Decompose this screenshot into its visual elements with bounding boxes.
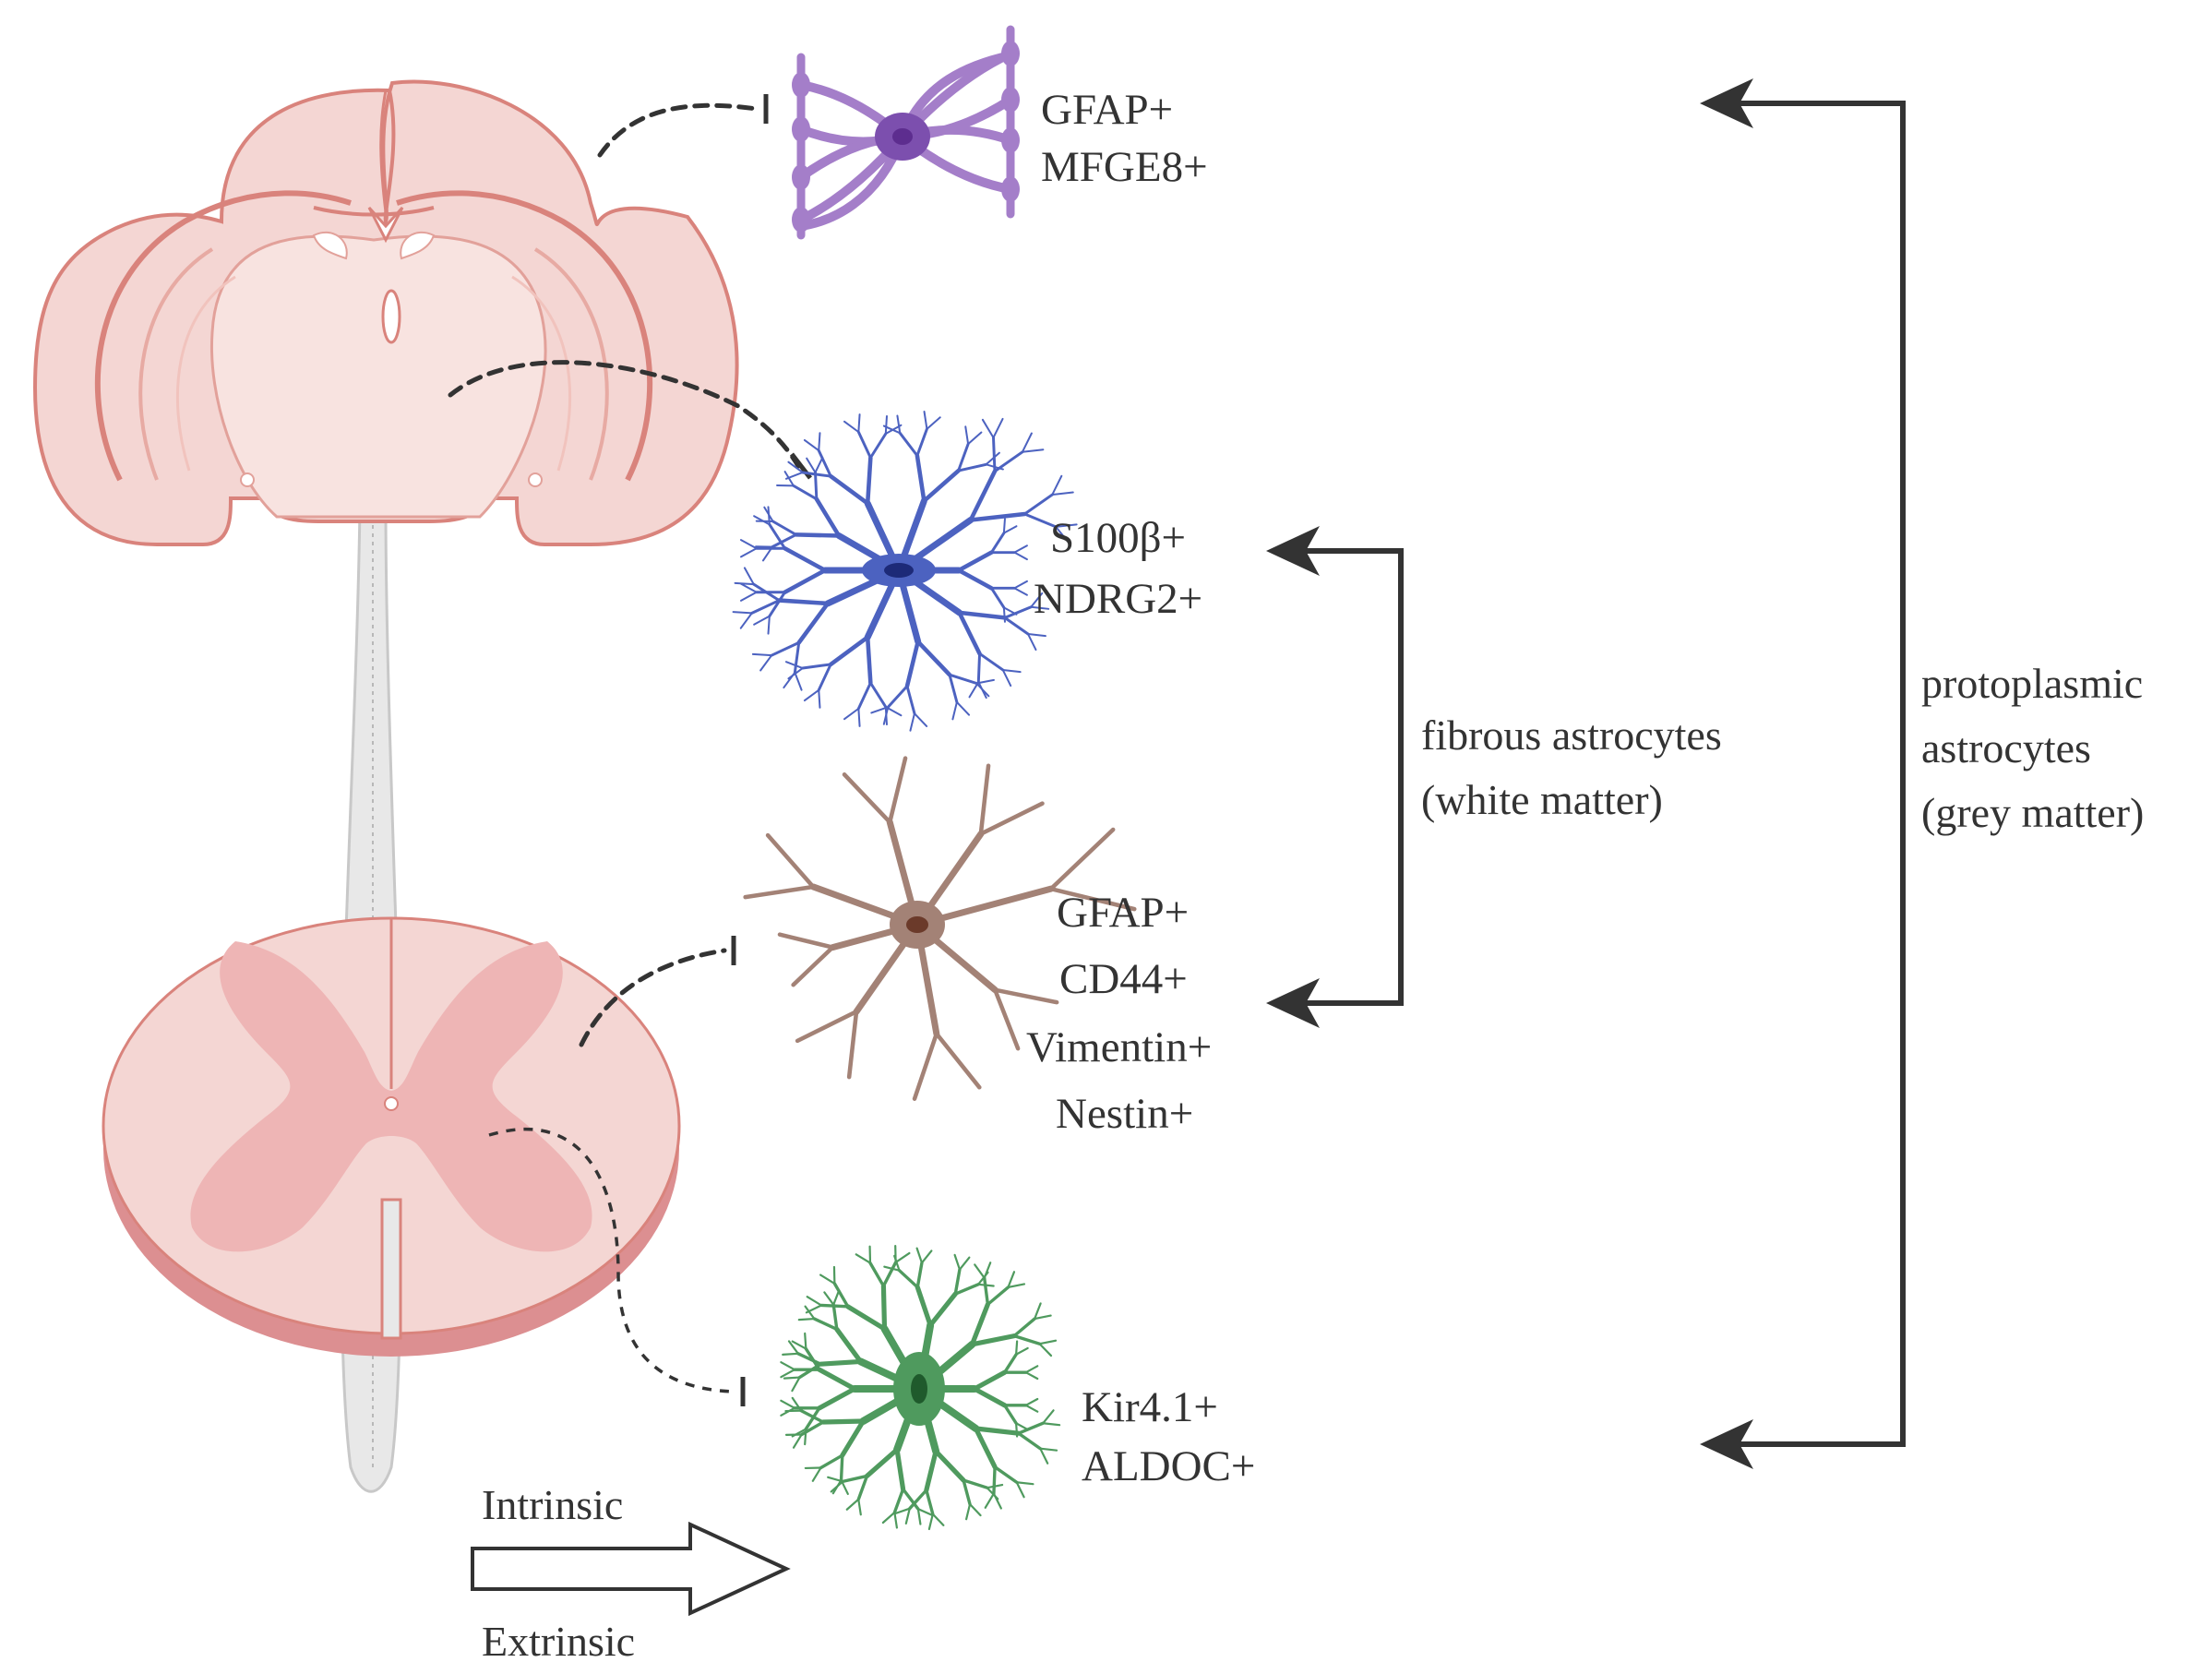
- astrocyte-brown: [743, 756, 1137, 1101]
- marker-label: CD44+: [1059, 955, 1188, 1003]
- marker-labels-purple: GFAP+ MFGE8+: [1041, 86, 1208, 191]
- protoplasmic-bracket: [1700, 78, 1906, 1469]
- nucleus: [911, 1374, 927, 1404]
- protoplasmic-label: protoplasmic astrocytes (grey matter): [1921, 660, 2144, 836]
- group-label-line: fibrous astrocytes: [1421, 711, 1722, 759]
- right-arrow-icon: [471, 1521, 791, 1617]
- fibrous-bracket: [1266, 526, 1404, 1028]
- marker-label: Vimentin+: [1026, 1023, 1212, 1071]
- intrinsic-extrinsic-arrow: Intrinsic Extrinsic: [471, 1481, 791, 1665]
- marker-labels-green: Kir4.1+ ALDOC+: [1082, 1383, 1255, 1490]
- astrocyte-purple: [792, 25, 1020, 240]
- nucleus: [906, 916, 928, 933]
- marker-label: Nestin+: [1056, 1090, 1193, 1138]
- nucleus: [884, 563, 914, 578]
- connectors: [448, 94, 812, 1406]
- marker-labels-blue: S100β+ NDRG2+: [1034, 514, 1202, 623]
- marker-labels-brown: GFAP+ CD44+ Vimentin+ Nestin+: [1026, 889, 1212, 1138]
- astrocyte-blue: [732, 411, 1078, 732]
- marker-label: S100β+: [1050, 514, 1186, 562]
- marker-label: GFAP+: [1057, 889, 1189, 937]
- marker-label: GFAP+: [1041, 86, 1173, 134]
- brain-section: [32, 79, 739, 546]
- intrinsic-label: Intrinsic: [482, 1481, 623, 1528]
- astrocyte-green: [780, 1244, 1061, 1531]
- group-label-line: astrocytes: [1921, 724, 2091, 771]
- spinal-section: [102, 916, 681, 1357]
- nucleus: [892, 128, 913, 145]
- group-label-line: (white matter): [1421, 776, 1663, 823]
- group-label-line: protoplasmic: [1921, 660, 2143, 707]
- group-label-line: (grey matter): [1921, 789, 2144, 836]
- fibrous-label: fibrous astrocytes (white matter): [1421, 711, 1722, 823]
- marker-label: Kir4.1+: [1082, 1383, 1218, 1431]
- extrinsic-label: Extrinsic: [482, 1618, 635, 1665]
- marker-label: NDRG2+: [1034, 575, 1202, 623]
- marker-label: ALDOC+: [1082, 1442, 1255, 1490]
- marker-label: MFGE8+: [1041, 143, 1208, 191]
